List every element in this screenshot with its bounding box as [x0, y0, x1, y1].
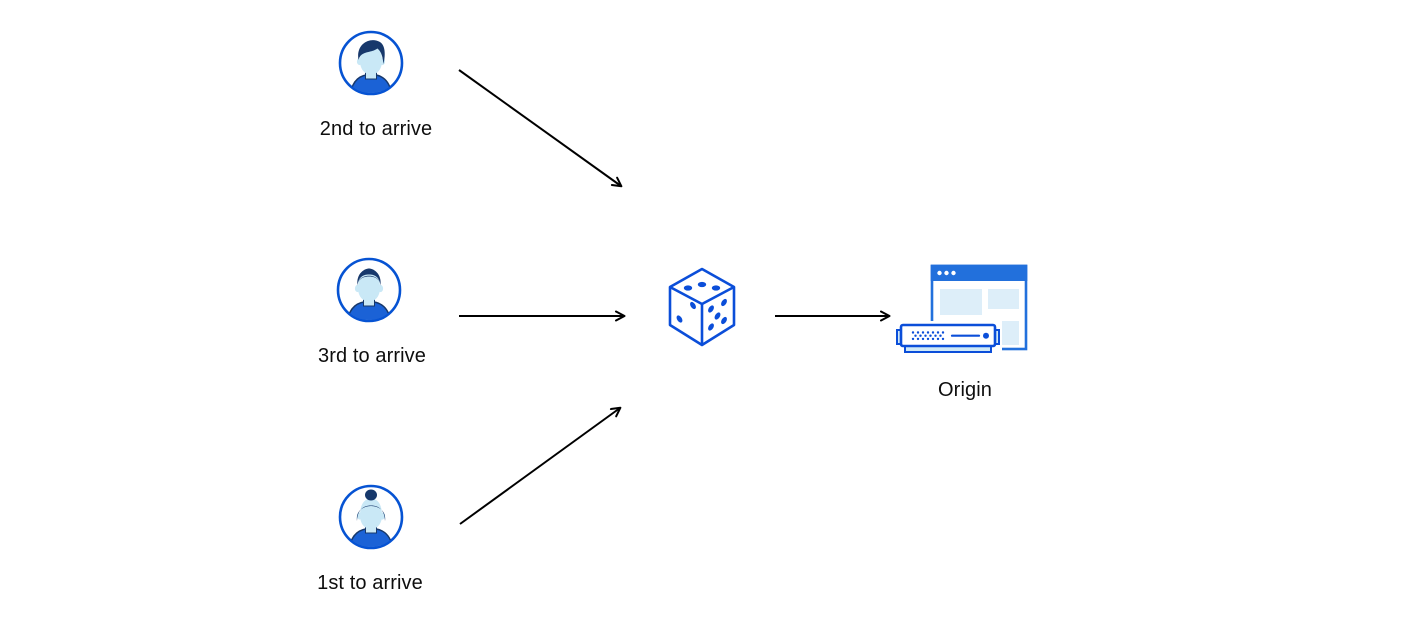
node-label-user-1st: 1st to arrive — [317, 572, 423, 594]
user-avatar-man-short-hair-icon — [336, 257, 402, 323]
user-avatar-man-swoosh-hair-icon — [338, 30, 404, 96]
node-user-2nd: 2nd to arrive — [320, 30, 432, 140]
arrow-user2-to-dice — [458, 69, 623, 188]
node-origin: Origin — [896, 262, 1030, 401]
node-user-3rd: 3rd to arrive — [318, 257, 426, 367]
user-avatar-woman-bun-icon — [338, 484, 404, 550]
arrow-user1-to-dice — [459, 406, 622, 525]
origin-server-browser-icon — [896, 264, 1028, 357]
dice-icon — [668, 267, 736, 347]
node-label-user-2nd: 2nd to arrive — [319, 118, 433, 140]
node-label-origin: Origin — [938, 379, 992, 401]
node-dice — [666, 266, 738, 353]
node-user-1st: 1st to arrive — [317, 484, 423, 594]
node-label-user-3rd: 3rd to arrive — [317, 345, 427, 367]
